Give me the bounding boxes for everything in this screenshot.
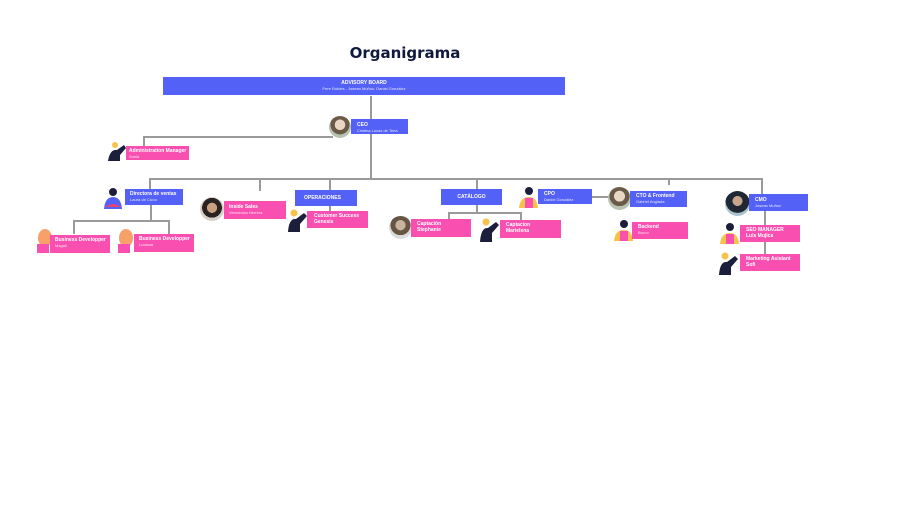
node-captacion-2[interactable]: Captacion Marielena [500, 220, 561, 238]
node-seo-manager[interactable]: SEO MANAGER Luis Mujica [740, 225, 800, 242]
node-subtitle: Gabriel Anglada [636, 199, 665, 204]
bizdev2-person-illustration-icon [118, 229, 133, 253]
node-title: CMO [755, 197, 767, 203]
node-title: Marketing Asistant [746, 256, 791, 262]
node-customer-success[interactable]: Customer Success Genesis [307, 211, 368, 228]
node-title: ADVISORY BOARD [341, 80, 387, 86]
node-inside-sales[interactable]: Inside Sales Verushcka Herrera [224, 201, 286, 219]
node-subtitle: Laura de Cicco [130, 197, 157, 202]
cmo-photo-avatar [725, 191, 750, 216]
captacion1-photo-avatar [389, 216, 412, 239]
node-directora-ventas[interactable]: Directora de ventas Laura de Cicco [125, 189, 183, 205]
node-title: Captación [417, 221, 442, 227]
node-subtitle: Magali [55, 243, 67, 248]
node-subtitle: Stephanie [417, 227, 441, 233]
node-cpo[interactable]: CPO Daniel González [538, 189, 592, 204]
bizdev1-person-illustration-icon [37, 229, 52, 253]
node-marketing-asistant[interactable]: Marketing Asistant Sofi [740, 254, 800, 271]
customer-person-illustration-icon [288, 209, 307, 232]
node-business-developper-2[interactable]: Business Developper Luciana [134, 234, 194, 252]
node-subtitle: Pere Rubíes , Josean Muñoz, Daniel Gonzá… [322, 86, 406, 91]
node-title: CTO & Frontend [636, 193, 675, 199]
captacion2-person-illustration-icon [480, 218, 499, 242]
ceo-photo-avatar [329, 116, 351, 138]
node-title: CPO [544, 191, 555, 197]
node-subtitle: Josean Muñoz [755, 203, 782, 208]
node-cmo[interactable]: CMO Josean Muñoz [749, 194, 808, 211]
node-title: CATÁLOGO [457, 194, 486, 200]
ventas-person-illustration-icon [104, 188, 122, 209]
node-catalogo[interactable]: CATÁLOGO [441, 189, 502, 205]
node-subtitle: Marielena [506, 228, 530, 234]
node-title: Backend [638, 224, 659, 230]
node-admin-manager[interactable]: Administration Manager Suela [126, 146, 189, 160]
node-subtitle: Daniel González [544, 197, 574, 202]
node-subtitle: Genesis [314, 219, 334, 225]
node-title: SEO MANAGER [746, 227, 784, 233]
node-title: OPERACIONES [304, 195, 341, 201]
node-title: Administration Manager [129, 148, 187, 154]
node-title: Directora de ventas [130, 191, 177, 197]
node-subtitle: Bruno [638, 230, 649, 235]
admin-person-illustration-icon [108, 142, 126, 161]
node-subtitle: Sofi [746, 262, 756, 268]
node-business-developper-1[interactable]: Business Developper Magali [50, 235, 110, 253]
chart-title: Organigrama [349, 44, 461, 62]
cto-photo-avatar [608, 187, 631, 210]
node-subtitle: Luis Mujica [746, 233, 774, 239]
node-title: Customer Success [314, 213, 360, 219]
node-subtitle: Cristina Lucas de Tena [357, 128, 398, 133]
node-subtitle: Verushcka Herrera [229, 210, 263, 215]
node-title: Captacion [506, 222, 531, 228]
node-title: Inside Sales [229, 204, 258, 210]
node-cto-frontend[interactable]: CTO & Frontend Gabriel Anglada [630, 191, 687, 207]
cpo-person-illustration-icon [519, 187, 538, 208]
node-title: CEO [357, 122, 368, 128]
node-title: Business Developper [139, 236, 190, 242]
node-subtitle: Suela [129, 154, 140, 159]
seo-person-illustration-icon [720, 223, 739, 244]
node-title: Business Developper [55, 237, 106, 243]
inside-sales-photo-avatar [200, 197, 224, 221]
node-captacion-1[interactable]: Captación Stephanie [411, 219, 471, 237]
node-subtitle: Luciana [139, 242, 154, 247]
node-backend[interactable]: Backend Bruno [632, 222, 688, 239]
marketing-person-illustration-icon [719, 252, 738, 275]
backend-person-illustration-icon [614, 220, 633, 241]
node-operaciones[interactable]: OPERACIONES [295, 190, 357, 206]
node-advisory-board[interactable]: ADVISORY BOARD Pere Rubíes , Josean Muño… [163, 77, 565, 95]
node-ceo[interactable]: CEO Cristina Lucas de Tena [351, 119, 408, 134]
